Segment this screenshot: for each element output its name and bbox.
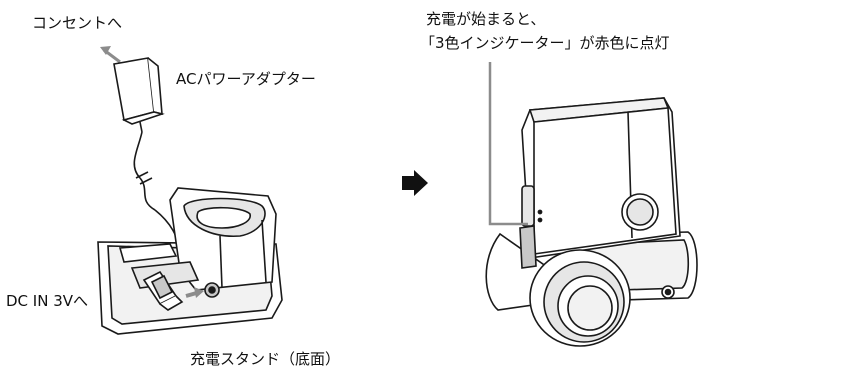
next-step-arrow [402, 170, 428, 196]
ac-adapter [113, 57, 165, 133]
outlet-arrow [100, 46, 121, 64]
charge-note-line1: 充電が始まると、 [426, 10, 546, 28]
charging-stand-label: 充電スタンド（底面） [190, 350, 341, 368]
ac-adapter-label: ACパワーアダプター [176, 70, 316, 88]
player-on-stand [485, 97, 698, 347]
charging-stand [97, 187, 283, 335]
plug-insert-arrow [185, 287, 204, 298]
outlet-label: コンセントへ [32, 14, 123, 32]
charge-note-line2: 「3色インジケーター」が赤色に点灯 [420, 34, 670, 52]
indicator-leader-line [488, 62, 528, 226]
dc-in-label: DC IN 3Vへ [6, 292, 89, 310]
